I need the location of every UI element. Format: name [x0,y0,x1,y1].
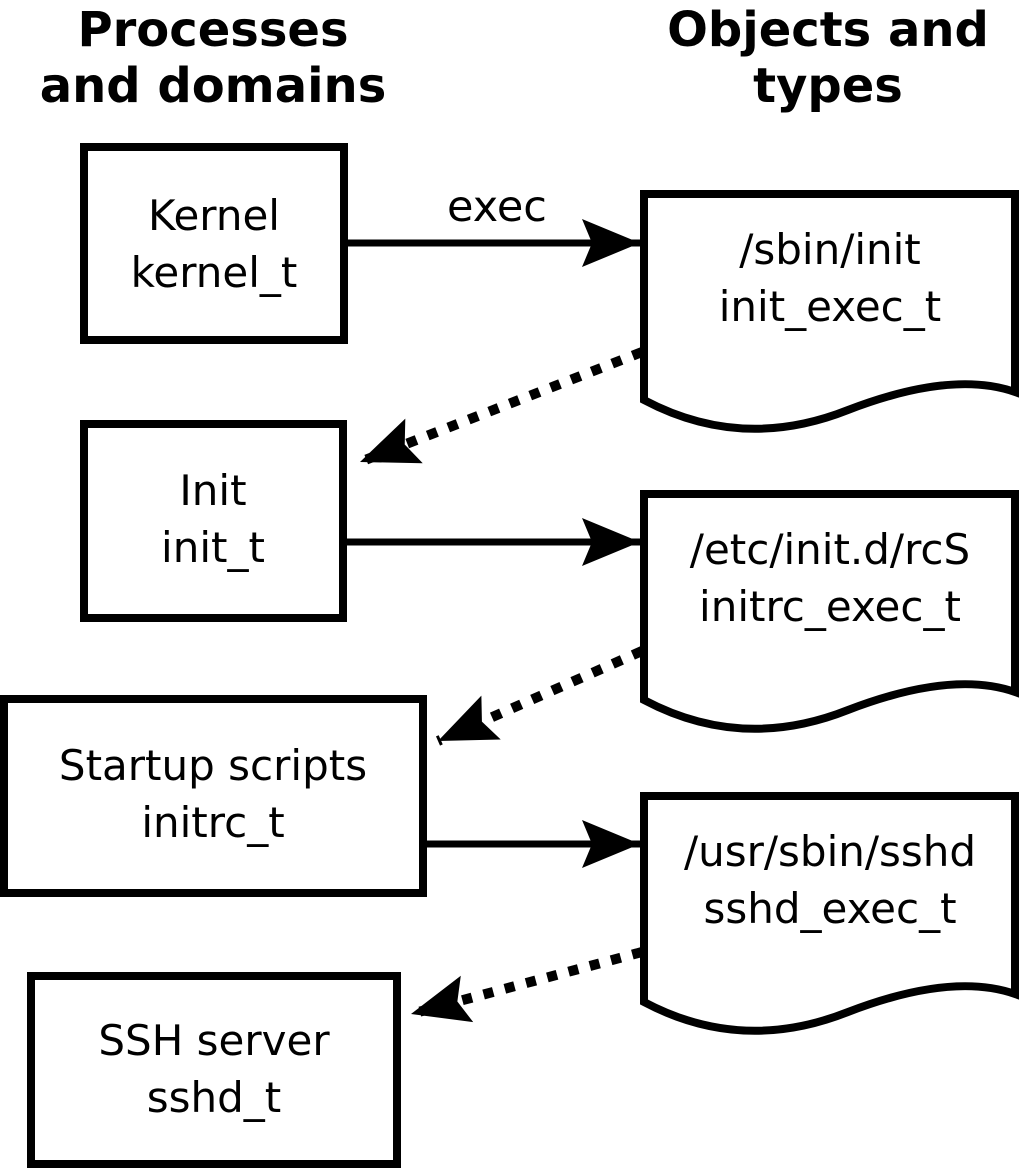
process-box-rect [80,143,348,344]
object-path: /usr/sbin/sshd [684,827,976,876]
process-domain-type: sshd_t [147,1073,282,1122]
transition-arrow-sbin-init-to-init [358,347,644,467]
object-doc-sbin-init: /sbin/init init_exec_t [640,190,1019,433]
column-headers: Processes and domains Objects and types [40,2,989,114]
process-box-rect [0,695,427,897]
process-name: SSH server [98,1016,330,1065]
process-domain-type: kernel_t [131,248,298,297]
process-name: Startup scripts [59,741,367,790]
process-domain-type: initrc_t [141,798,284,847]
exec-arrow-label: exec [447,182,547,232]
process-box-rect [80,420,347,622]
object-file-type: initrc_exec_t [699,582,961,631]
process-domain-type: init_t [161,523,265,572]
process-box-rect [27,972,401,1168]
process-box-kernel: Kernel kernel_t [80,143,348,344]
transition-arrow-sshd-to-sshserver [409,947,644,1023]
transition-arrow-rcS-to-initrc [435,646,645,746]
left-column-header-line1: Processes [77,2,348,58]
process-name: Init [179,466,246,515]
left-column-header-line2: and domains [40,58,387,114]
document-shape [640,490,1019,733]
object-path: /etc/init.d/rcS [690,525,970,574]
object-doc-usr-sbin-sshd: /usr/sbin/sshd sshd_exec_t [640,792,1019,1035]
transition-arrows [358,347,645,1023]
process-box-startup-scripts: Startup scripts initrc_t [0,695,427,897]
object-doc-etc-initd-rcS: /etc/init.d/rcS initrc_exec_t [640,490,1019,733]
process-name: Kernel [148,191,280,240]
process-box-init: Init init_t [80,420,347,622]
right-column-header-line2: types [753,58,903,114]
object-file-type: sshd_exec_t [703,884,956,933]
right-column-header-line1: Objects and [667,2,989,58]
object-path: /sbin/init [739,225,921,274]
object-file-type: init_exec_t [719,282,942,331]
exec-arrows: exec [347,182,640,868]
document-shape [640,190,1019,433]
process-box-ssh-server: SSH server sshd_t [27,972,401,1168]
document-shape [640,792,1019,1035]
